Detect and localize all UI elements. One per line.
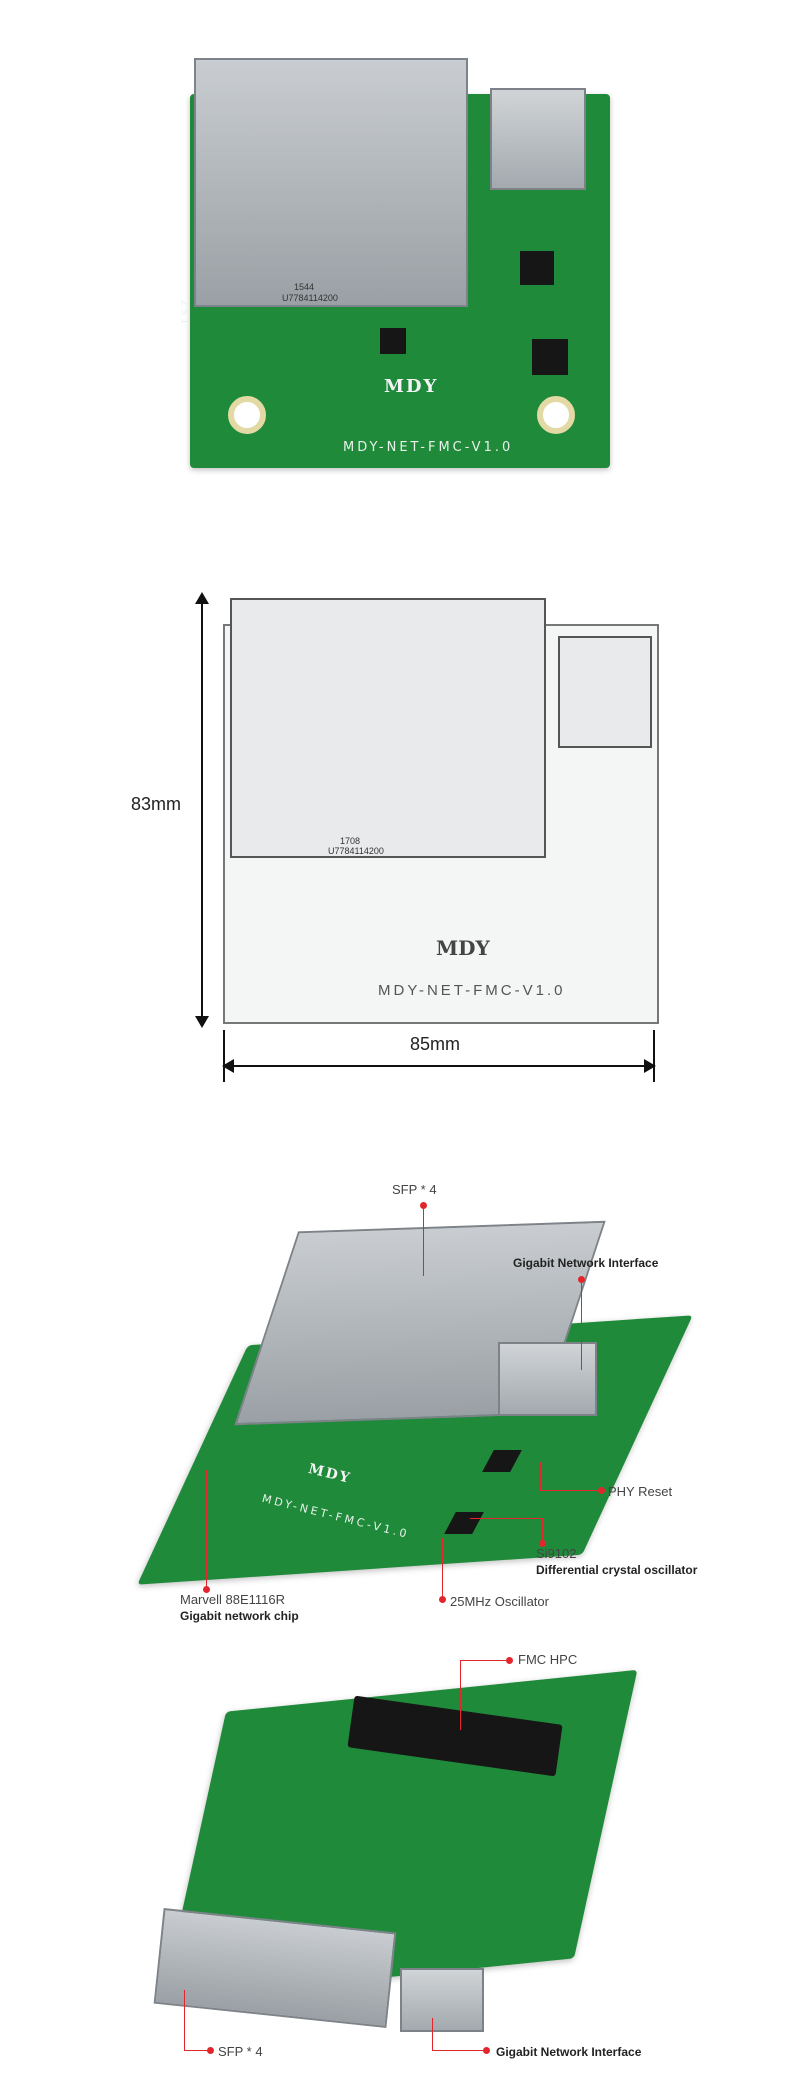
callout-si9102-line-v bbox=[542, 1518, 543, 1544]
height-arrow-bottom bbox=[195, 1016, 209, 1028]
callout-phy-reset-dot bbox=[598, 1487, 605, 1494]
mount-hole-right bbox=[537, 396, 575, 434]
bottom-rj45 bbox=[400, 1968, 484, 2032]
callout-si9102-line1: Si9102 bbox=[536, 1546, 577, 1561]
callout-fmc-line-h bbox=[460, 1660, 506, 1661]
callout-osc-dot bbox=[439, 1596, 446, 1603]
callout-bottom-sfp: SFP * 4 bbox=[218, 2044, 263, 2059]
callout-fmc-line-v bbox=[460, 1660, 461, 1730]
callout-gigabit: Gigabit Network Interface bbox=[513, 1255, 658, 1270]
callout-sfp: SFP * 4 bbox=[392, 1182, 437, 1197]
oscillator-chip bbox=[532, 339, 568, 375]
board-iso-bottom: FMC HPC SFP * 4 Gigabit Network Interfac… bbox=[0, 1650, 800, 2070]
phy-chip bbox=[520, 251, 554, 285]
callout-si9102-line-h bbox=[470, 1518, 542, 1519]
callout-bottom-sfp-dot bbox=[207, 2047, 214, 2054]
sketch-cage-marking-1: 1708 bbox=[340, 836, 361, 846]
callout-marvell-line1: Marvell 88E1116R bbox=[180, 1592, 286, 1607]
callout-si9102: Si9102 Differential crystal oscillator bbox=[536, 1546, 697, 1578]
callout-phy-reset-line-h bbox=[540, 1490, 598, 1491]
callout-bottom-gigabit-text: Gigabit Network Interface bbox=[496, 2045, 642, 2059]
height-label: 83mm bbox=[131, 794, 182, 814]
sfp-cage: 1544 U7784114200 bbox=[194, 58, 468, 307]
callout-marvell-dot bbox=[203, 1586, 210, 1593]
sketch-mdy-logo: MDY bbox=[436, 936, 490, 960]
cage-marking-1: 1544 bbox=[294, 282, 315, 292]
height-arrow-top bbox=[195, 592, 209, 604]
callout-bottom-sfp-line-v bbox=[184, 1990, 185, 2050]
callout-bottom-gigabit-dot bbox=[483, 2047, 490, 2054]
board-top-view: 1544 U7784114200 MDY MDY-NET-FMC-V1.0 2S… bbox=[178, 58, 610, 468]
side-marking: 2S1 bbox=[178, 299, 190, 328]
callout-marvell-line2: Gigabit network chip bbox=[180, 1609, 299, 1623]
sketch-cage-marking-2: U7784114200 bbox=[328, 846, 384, 856]
sketch-sfp-cage: 1708 U7784114200 bbox=[230, 598, 546, 858]
board-iso-top: MDY MDY-NET-FMC-V1.0 SFP * 4 Gigabit Net… bbox=[0, 1160, 800, 1623]
callout-marvell-line bbox=[206, 1470, 207, 1590]
callout-sfp-dot bbox=[420, 1202, 427, 1209]
cage-marking-2: U7784114200 bbox=[282, 293, 338, 303]
callout-phy-reset-line-v bbox=[540, 1462, 541, 1490]
width-dimension-line bbox=[224, 1065, 654, 1067]
height-dimension-line bbox=[201, 596, 203, 1020]
rj45-jack bbox=[490, 88, 586, 190]
callout-marvell: Marvell 88E1116R Gigabit network chip bbox=[180, 1592, 299, 1624]
iso-rj45 bbox=[498, 1342, 597, 1416]
regulator-chip bbox=[380, 328, 406, 354]
callout-si9102-line2: Differential crystal oscillator bbox=[536, 1563, 698, 1577]
callout-phy-reset: PHY Reset bbox=[608, 1484, 673, 1499]
callout-gigabit-dot bbox=[578, 1276, 585, 1283]
callout-si9102-dot bbox=[539, 1540, 546, 1547]
callout-bottom-gigabit: Gigabit Network Interface bbox=[496, 2044, 641, 2059]
callout-fmc-dot bbox=[506, 1657, 513, 1664]
board-drawing: 1708 U7784114200 MDY MDY-NET-FMC-V1.0 83… bbox=[0, 590, 800, 1090]
callout-gigabit-text: Gigabit Network Interface bbox=[513, 1256, 659, 1270]
callout-fmc: FMC HPC bbox=[518, 1652, 578, 1667]
callout-gigabit-line bbox=[581, 1280, 582, 1370]
callout-osc-line bbox=[442, 1538, 443, 1598]
sketch-rj45 bbox=[558, 636, 652, 748]
width-label: 85mm bbox=[410, 1034, 461, 1054]
callout-bottom-gigabit-line-v bbox=[432, 2018, 433, 2050]
sketch-silkscreen: MDY-NET-FMC-V1.0 bbox=[378, 982, 566, 999]
mount-hole-left bbox=[228, 396, 266, 434]
callout-bottom-gigabit-line-h bbox=[432, 2050, 486, 2051]
width-tick-right bbox=[653, 1030, 655, 1082]
width-tick-left bbox=[223, 1030, 225, 1082]
width-arrow-left bbox=[222, 1059, 234, 1073]
callout-osc: 25MHz Oscillator bbox=[450, 1594, 549, 1609]
callout-bottom-sfp-line-h bbox=[184, 2050, 210, 2051]
mdy-logo: MDY bbox=[384, 376, 439, 397]
silkscreen-label: MDY-NET-FMC-V1.0 bbox=[343, 440, 514, 455]
callout-sfp-line bbox=[423, 1206, 424, 1276]
